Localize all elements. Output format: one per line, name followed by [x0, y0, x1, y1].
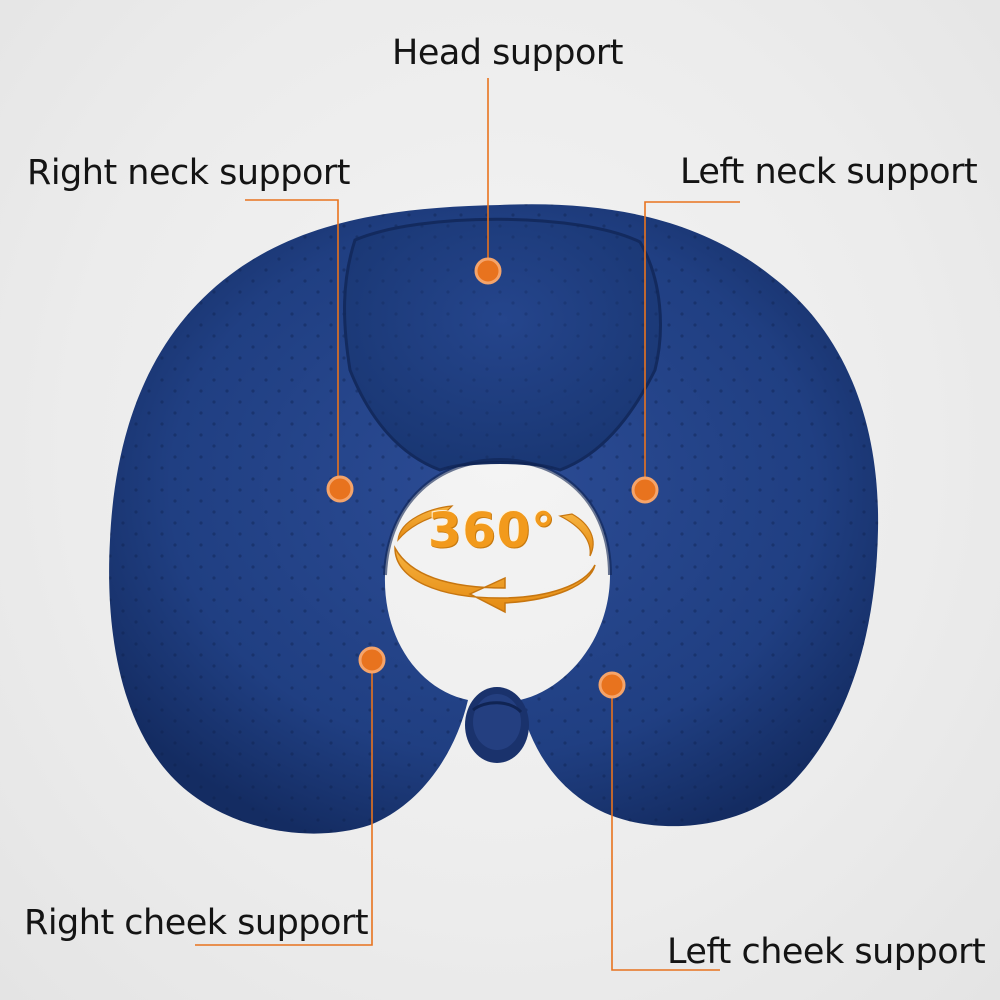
- rotation-badge-text: 360°: [428, 503, 557, 559]
- strap-button: [465, 687, 529, 763]
- label-head-support: Head support: [392, 33, 624, 73]
- label-left-cheek-support: Left cheek support: [667, 932, 986, 972]
- callout-dot-right-cheek: [358, 646, 386, 674]
- label-right-cheek-support: Right cheek support: [24, 903, 369, 943]
- callout-line-left-neck: [644, 201, 740, 488]
- callout-dots: [326, 257, 659, 699]
- label-left-neck-support: Left neck support: [680, 152, 978, 192]
- rotation-arrow-icon: [394, 545, 596, 614]
- callout-dot-head: [474, 257, 502, 285]
- callout-dot-right-neck: [326, 475, 354, 503]
- callout-dot-left-neck: [631, 476, 659, 504]
- pillow-inner-shadow: [383, 457, 612, 576]
- callout-line-left-cheek: [611, 685, 720, 971]
- head-support-texture: [344, 219, 661, 470]
- callouts: [195, 78, 740, 971]
- callout-line-right-cheek: [195, 660, 373, 946]
- label-right-neck-support: Right neck support: [27, 153, 351, 193]
- callout-line-right-neck: [245, 199, 339, 488]
- neck-pillow: [109, 204, 879, 834]
- rotation-badge: [394, 505, 596, 614]
- callout-dot-left-cheek: [598, 671, 626, 699]
- pillow-texture: [109, 204, 879, 834]
